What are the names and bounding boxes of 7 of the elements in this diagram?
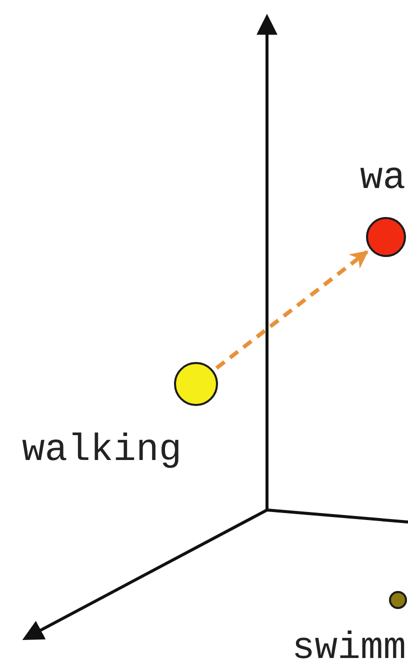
dashed-arrow [215,250,368,370]
point-label: walking [22,432,182,470]
point-label: swimm [292,630,406,668]
data-point [389,591,407,609]
point-label: wa [360,160,406,198]
data-point [366,217,406,257]
data-point [174,362,218,406]
